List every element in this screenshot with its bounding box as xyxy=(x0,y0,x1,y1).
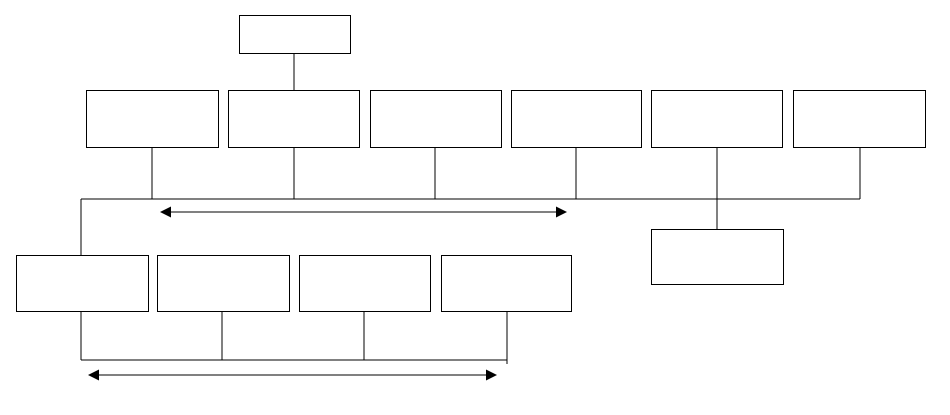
node-n2-3[interactable] xyxy=(370,90,502,148)
node-n2-1[interactable] xyxy=(86,90,219,148)
node-box-n3-2[interactable] xyxy=(157,255,290,312)
node-box-n2-4[interactable] xyxy=(511,90,642,148)
lower-span-arrow-right-head-icon xyxy=(486,369,497,381)
lower-span-arrow xyxy=(88,369,497,381)
node-box-n2-6[interactable] xyxy=(793,90,926,148)
node-n3-3[interactable] xyxy=(299,255,431,312)
upper-span-arrow xyxy=(160,206,567,218)
node-n2-5[interactable] xyxy=(651,90,783,148)
lower-span-arrow-left-head-icon xyxy=(88,369,99,381)
upper-span-arrow-left-head-icon xyxy=(160,206,171,218)
node-n3-r[interactable] xyxy=(651,229,784,285)
node-box-n3-r[interactable] xyxy=(651,229,784,285)
node-n3-4[interactable] xyxy=(441,255,572,312)
node-box-n2-3[interactable] xyxy=(370,90,502,148)
upper-span-arrow-right-head-icon xyxy=(556,206,567,218)
node-box-n3-1[interactable] xyxy=(16,255,149,312)
node-box-n3-3[interactable] xyxy=(299,255,431,312)
node-n2-2[interactable] xyxy=(228,90,360,148)
node-box-n2-1[interactable] xyxy=(86,90,219,148)
node-n3-1[interactable] xyxy=(16,255,149,312)
node-box-n2-5[interactable] xyxy=(651,90,783,148)
node-box-root[interactable] xyxy=(239,15,351,54)
node-n3-2[interactable] xyxy=(157,255,290,312)
node-box-n3-4[interactable] xyxy=(441,255,572,312)
node-root[interactable] xyxy=(239,15,351,54)
node-box-n2-2[interactable] xyxy=(228,90,360,148)
node-n2-4[interactable] xyxy=(511,90,642,148)
node-n2-6[interactable] xyxy=(793,90,926,148)
